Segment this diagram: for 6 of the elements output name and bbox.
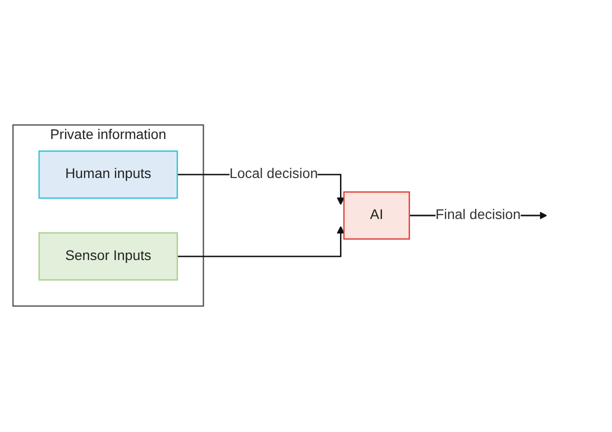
edge-label: Local decision (230, 167, 318, 182)
node-box: Sensor Inputs (38, 232, 178, 282)
node-box: AI (343, 192, 410, 240)
node-box: Human inputs (38, 150, 178, 200)
edge-label: Final decision (435, 208, 521, 223)
arrow (177, 226, 345, 258)
